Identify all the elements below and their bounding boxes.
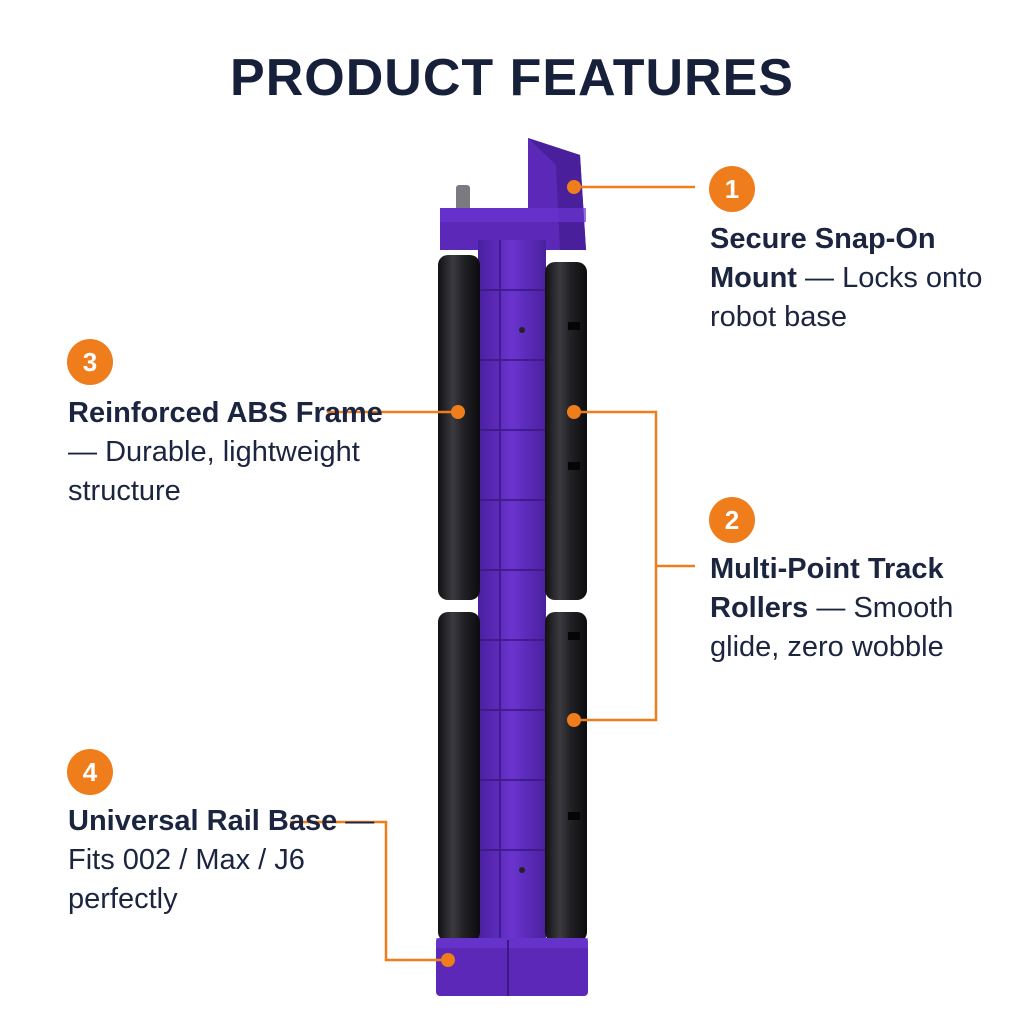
feature-3-title: Reinforced ABS Frame	[68, 397, 383, 429]
callout-dot-2b	[567, 713, 581, 727]
feature-3: Reinforced ABS Frame — Durable, lightwei…	[68, 397, 383, 507]
abs-frame	[478, 240, 546, 940]
left-roller-lower	[438, 612, 480, 942]
feature-4-badge: 4	[67, 749, 113, 795]
feature-4: Universal Rail Base — Fits 002 / Max / J…	[68, 805, 375, 915]
top-pin	[456, 185, 470, 213]
left-roller-upper	[438, 255, 480, 600]
feature-2-desc: Smooth glide, zero wobble	[710, 592, 954, 663]
feature-1-badge: 1	[709, 166, 755, 212]
feature-2-title: Multi-Point Track Rollers	[710, 553, 944, 624]
callout-dot-1	[567, 180, 581, 194]
feature-1: Secure Snap-On Mount — Locks onto robot …	[710, 223, 983, 333]
feature-4-title: Universal Rail Base	[68, 805, 338, 837]
callout-dot-3	[451, 405, 465, 419]
feature-4-desc: Fits 002 / Max / J6 perfectly	[68, 844, 305, 915]
callout-dot-4	[441, 953, 455, 967]
feature-1-title: Secure Snap-On Mount	[710, 223, 936, 294]
feature-3-desc: Durable, lightweight structure	[68, 436, 360, 507]
page-title: PRODUCT FEATURES	[230, 49, 794, 107]
feature-2-badge: 2	[709, 497, 755, 543]
callout-dot-2a	[567, 405, 581, 419]
feature-2: Multi-Point Track Rollers — Smooth glide…	[710, 553, 954, 663]
feature-3-badge: 3	[67, 339, 113, 385]
right-roller-lower	[545, 612, 587, 942]
right-roller-upper	[545, 262, 587, 600]
rail-base	[436, 938, 588, 996]
feature-1-desc: Locks onto robot base	[710, 262, 983, 333]
